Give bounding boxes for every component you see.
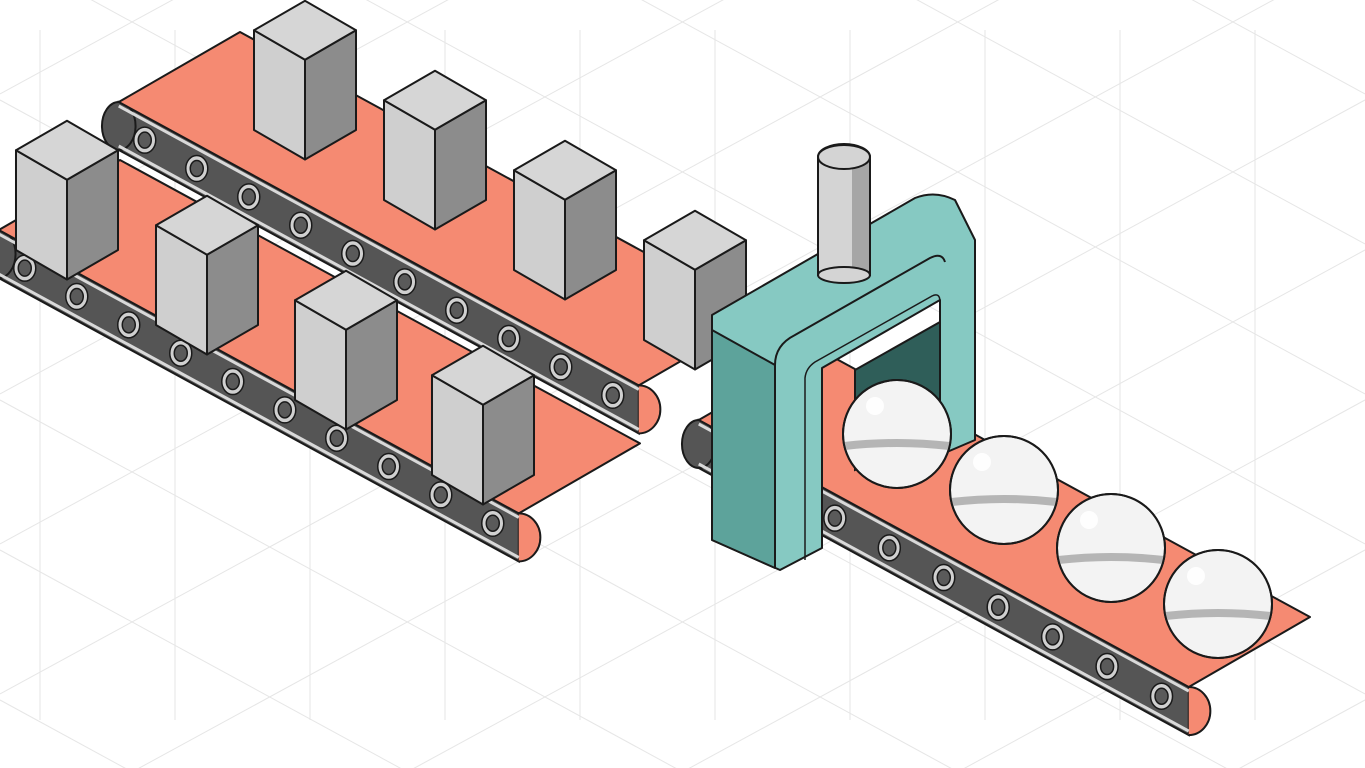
roller-hole — [397, 273, 413, 291]
sphere — [842, 379, 952, 489]
box-top-face — [642, 209, 748, 271]
grid-line — [413, 249, 1365, 768]
box — [293, 269, 399, 431]
sphere-band — [1058, 553, 1164, 564]
sphere — [1163, 549, 1273, 659]
roller-hole — [882, 539, 897, 557]
box-top-face — [512, 139, 618, 201]
roller-hole — [293, 216, 309, 234]
roller-hole — [137, 131, 153, 149]
box-top-face — [14, 119, 120, 181]
belt-rim — [118, 104, 640, 391]
roller-hole — [345, 244, 361, 263]
sphere-highlight — [973, 453, 991, 471]
roller-hole — [827, 509, 843, 527]
belt-rim — [0, 272, 520, 559]
sphere-highlight — [1187, 567, 1205, 585]
roller-hole — [381, 457, 397, 476]
roller-hole — [433, 486, 449, 504]
box — [154, 194, 260, 356]
piston-cap — [817, 144, 871, 170]
roller-hole — [605, 386, 621, 404]
box-top-face — [154, 194, 260, 256]
lower-left-belt — [0, 119, 641, 564]
grid-line — [0, 399, 677, 768]
roller-hole — [69, 287, 85, 306]
grid-line — [0, 549, 402, 768]
roller-hole — [173, 344, 189, 362]
box — [252, 0, 358, 161]
grid-line — [916, 0, 1365, 245]
sphere — [949, 435, 1059, 545]
roller-hole — [1154, 687, 1169, 705]
roller-hole — [17, 259, 33, 277]
box-top-face — [430, 344, 536, 406]
grid-line — [0, 0, 1000, 545]
piston-base — [817, 266, 871, 284]
box-top-face — [382, 69, 488, 131]
sphere-outline — [842, 379, 952, 489]
piston-body-shade — [852, 162, 869, 274]
machine-arch — [711, 193, 976, 571]
sphere-group — [842, 379, 1273, 659]
machine-edge — [774, 254, 946, 568]
roller-hole — [990, 598, 1006, 616]
box-top-face — [252, 0, 358, 61]
belt-rim — [118, 144, 640, 431]
roller-hole — [277, 401, 293, 419]
sphere-band — [1165, 609, 1271, 620]
roller-hole — [329, 429, 345, 447]
roller-hole — [501, 329, 517, 348]
box — [14, 119, 120, 281]
box — [512, 139, 618, 301]
machine-leg-side — [711, 329, 776, 569]
sphere-band — [951, 495, 1057, 506]
sphere-outline — [1056, 493, 1166, 603]
roller-hole — [449, 301, 465, 319]
box — [382, 69, 488, 231]
belt-end-round — [518, 512, 542, 563]
grid-line — [138, 99, 1365, 768]
box — [430, 344, 536, 506]
sphere-outline — [949, 435, 1059, 545]
roller-hole — [936, 568, 952, 587]
roller-hole — [189, 159, 205, 178]
roller-hole — [241, 188, 257, 206]
sphere-outline — [1163, 549, 1273, 659]
machine-inner-edge — [804, 294, 941, 560]
sphere — [1056, 493, 1166, 603]
roller-hole — [1099, 657, 1115, 676]
sphere-band — [844, 439, 950, 450]
roller-hole — [485, 514, 501, 532]
sphere-highlight — [866, 397, 884, 415]
belt-end-round — [638, 384, 662, 435]
roller-hole — [553, 358, 569, 376]
roller-hole — [121, 316, 137, 334]
sphere-highlight — [1080, 511, 1098, 529]
roller-hole — [225, 372, 241, 391]
roller-hole — [1045, 628, 1060, 646]
belt-end-round — [1188, 686, 1212, 737]
box-top-face — [293, 269, 399, 331]
